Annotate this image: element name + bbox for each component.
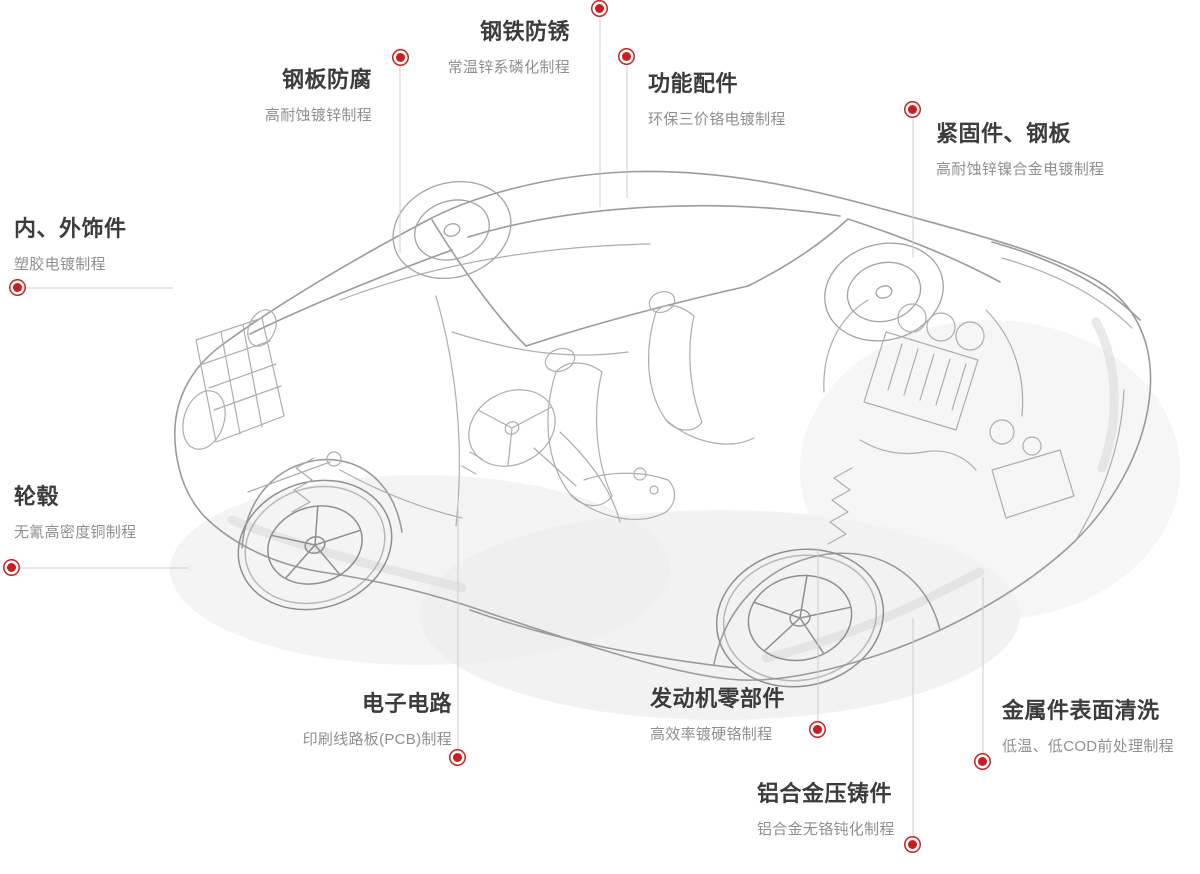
marker-metal-surface-cleaning <box>978 757 987 766</box>
car-body-outline <box>174 170 1152 681</box>
callout-subtitle: 环保三价铬电镀制程 <box>648 111 786 128</box>
callout-title: 轮毂 <box>14 484 60 509</box>
marker-steel-plate-anticorrosion <box>396 53 405 62</box>
ground-shadow <box>170 320 1180 720</box>
callout-electronic-circuit: 电子电路 印刷线路板(PCB)制程 <box>303 686 452 749</box>
callout-title: 紧固件、钢板 <box>936 121 1072 146</box>
callout-functional-parts: 功能配件 环保三价铬电镀制程 <box>648 66 786 129</box>
callout-subtitle: 塑胶电镀制程 <box>14 256 106 273</box>
callout-steel-antirust: 钢铁防锈 常温锌系磷化制程 <box>448 14 570 77</box>
marker-engine-parts <box>813 725 822 734</box>
callout-engine-parts: 发动机零部件 高效率镀硬铬制程 <box>650 681 785 744</box>
callout-subtitle: 常温锌系磷化制程 <box>447 59 570 76</box>
marker-interior-exterior-trim <box>13 283 22 292</box>
callout-subtitle: 高耐蚀锌镍合金电镀制程 <box>936 161 1105 178</box>
marker-steel-antirust <box>595 4 604 13</box>
callout-title: 铝合金压铸件 <box>757 781 893 806</box>
callout-subtitle: 铝合金无铬钝化制程 <box>757 821 895 838</box>
callout-steel-plate-anticorrosion: 钢板防腐 高耐蚀镀锌制程 <box>265 62 372 125</box>
callout-subtitle: 印刷线路板(PCB)制程 <box>302 731 452 748</box>
callout-subtitle: 高效率镀硬铬制程 <box>650 726 773 743</box>
callout-subtitle: 无氰高密度铜制程 <box>14 524 137 541</box>
callout-interior-exterior-trim: 内、外饰件 塑胶电镀制程 <box>14 211 127 274</box>
callout-title: 发动机零部件 <box>650 686 786 711</box>
callout-fasteners-steel-plate: 紧固件、钢板 高耐蚀锌镍合金电镀制程 <box>936 116 1104 179</box>
rear-far-wheel <box>824 242 944 342</box>
callout-title: 钢板防腐 <box>281 67 372 92</box>
callout-title: 内、外饰件 <box>14 216 127 241</box>
marker-fasteners-steel-plate <box>908 105 917 114</box>
marker-wheel-hub <box>7 563 16 572</box>
body-shading <box>227 317 1119 663</box>
callout-title: 金属件表面清洗 <box>1002 698 1160 723</box>
callout-subtitle: 低温、低COD前处理制程 <box>1002 738 1174 755</box>
marker-electronic-circuit <box>453 753 462 762</box>
callout-wheel-hub: 轮毂 无氰高密度铜制程 <box>14 479 136 542</box>
marker-aluminum-die-casting <box>908 840 917 849</box>
front-far-wheel <box>392 180 512 280</box>
marker-functional-parts <box>622 52 631 61</box>
callout-title: 钢铁防锈 <box>479 19 570 44</box>
front-near-wheel <box>237 479 393 611</box>
callout-aluminum-die-casting: 铝合金压铸件 铝合金无铬钝化制程 <box>757 776 895 839</box>
callout-title: 功能配件 <box>648 71 739 96</box>
callout-metal-surface-cleaning: 金属件表面清洗 低温、低COD前处理制程 <box>1002 693 1174 756</box>
car-detail-lines <box>182 243 1133 545</box>
callout-title: 电子电路 <box>361 691 452 716</box>
callout-subtitle: 高耐蚀镀锌制程 <box>264 107 372 124</box>
rear-near-wheel <box>715 548 885 688</box>
